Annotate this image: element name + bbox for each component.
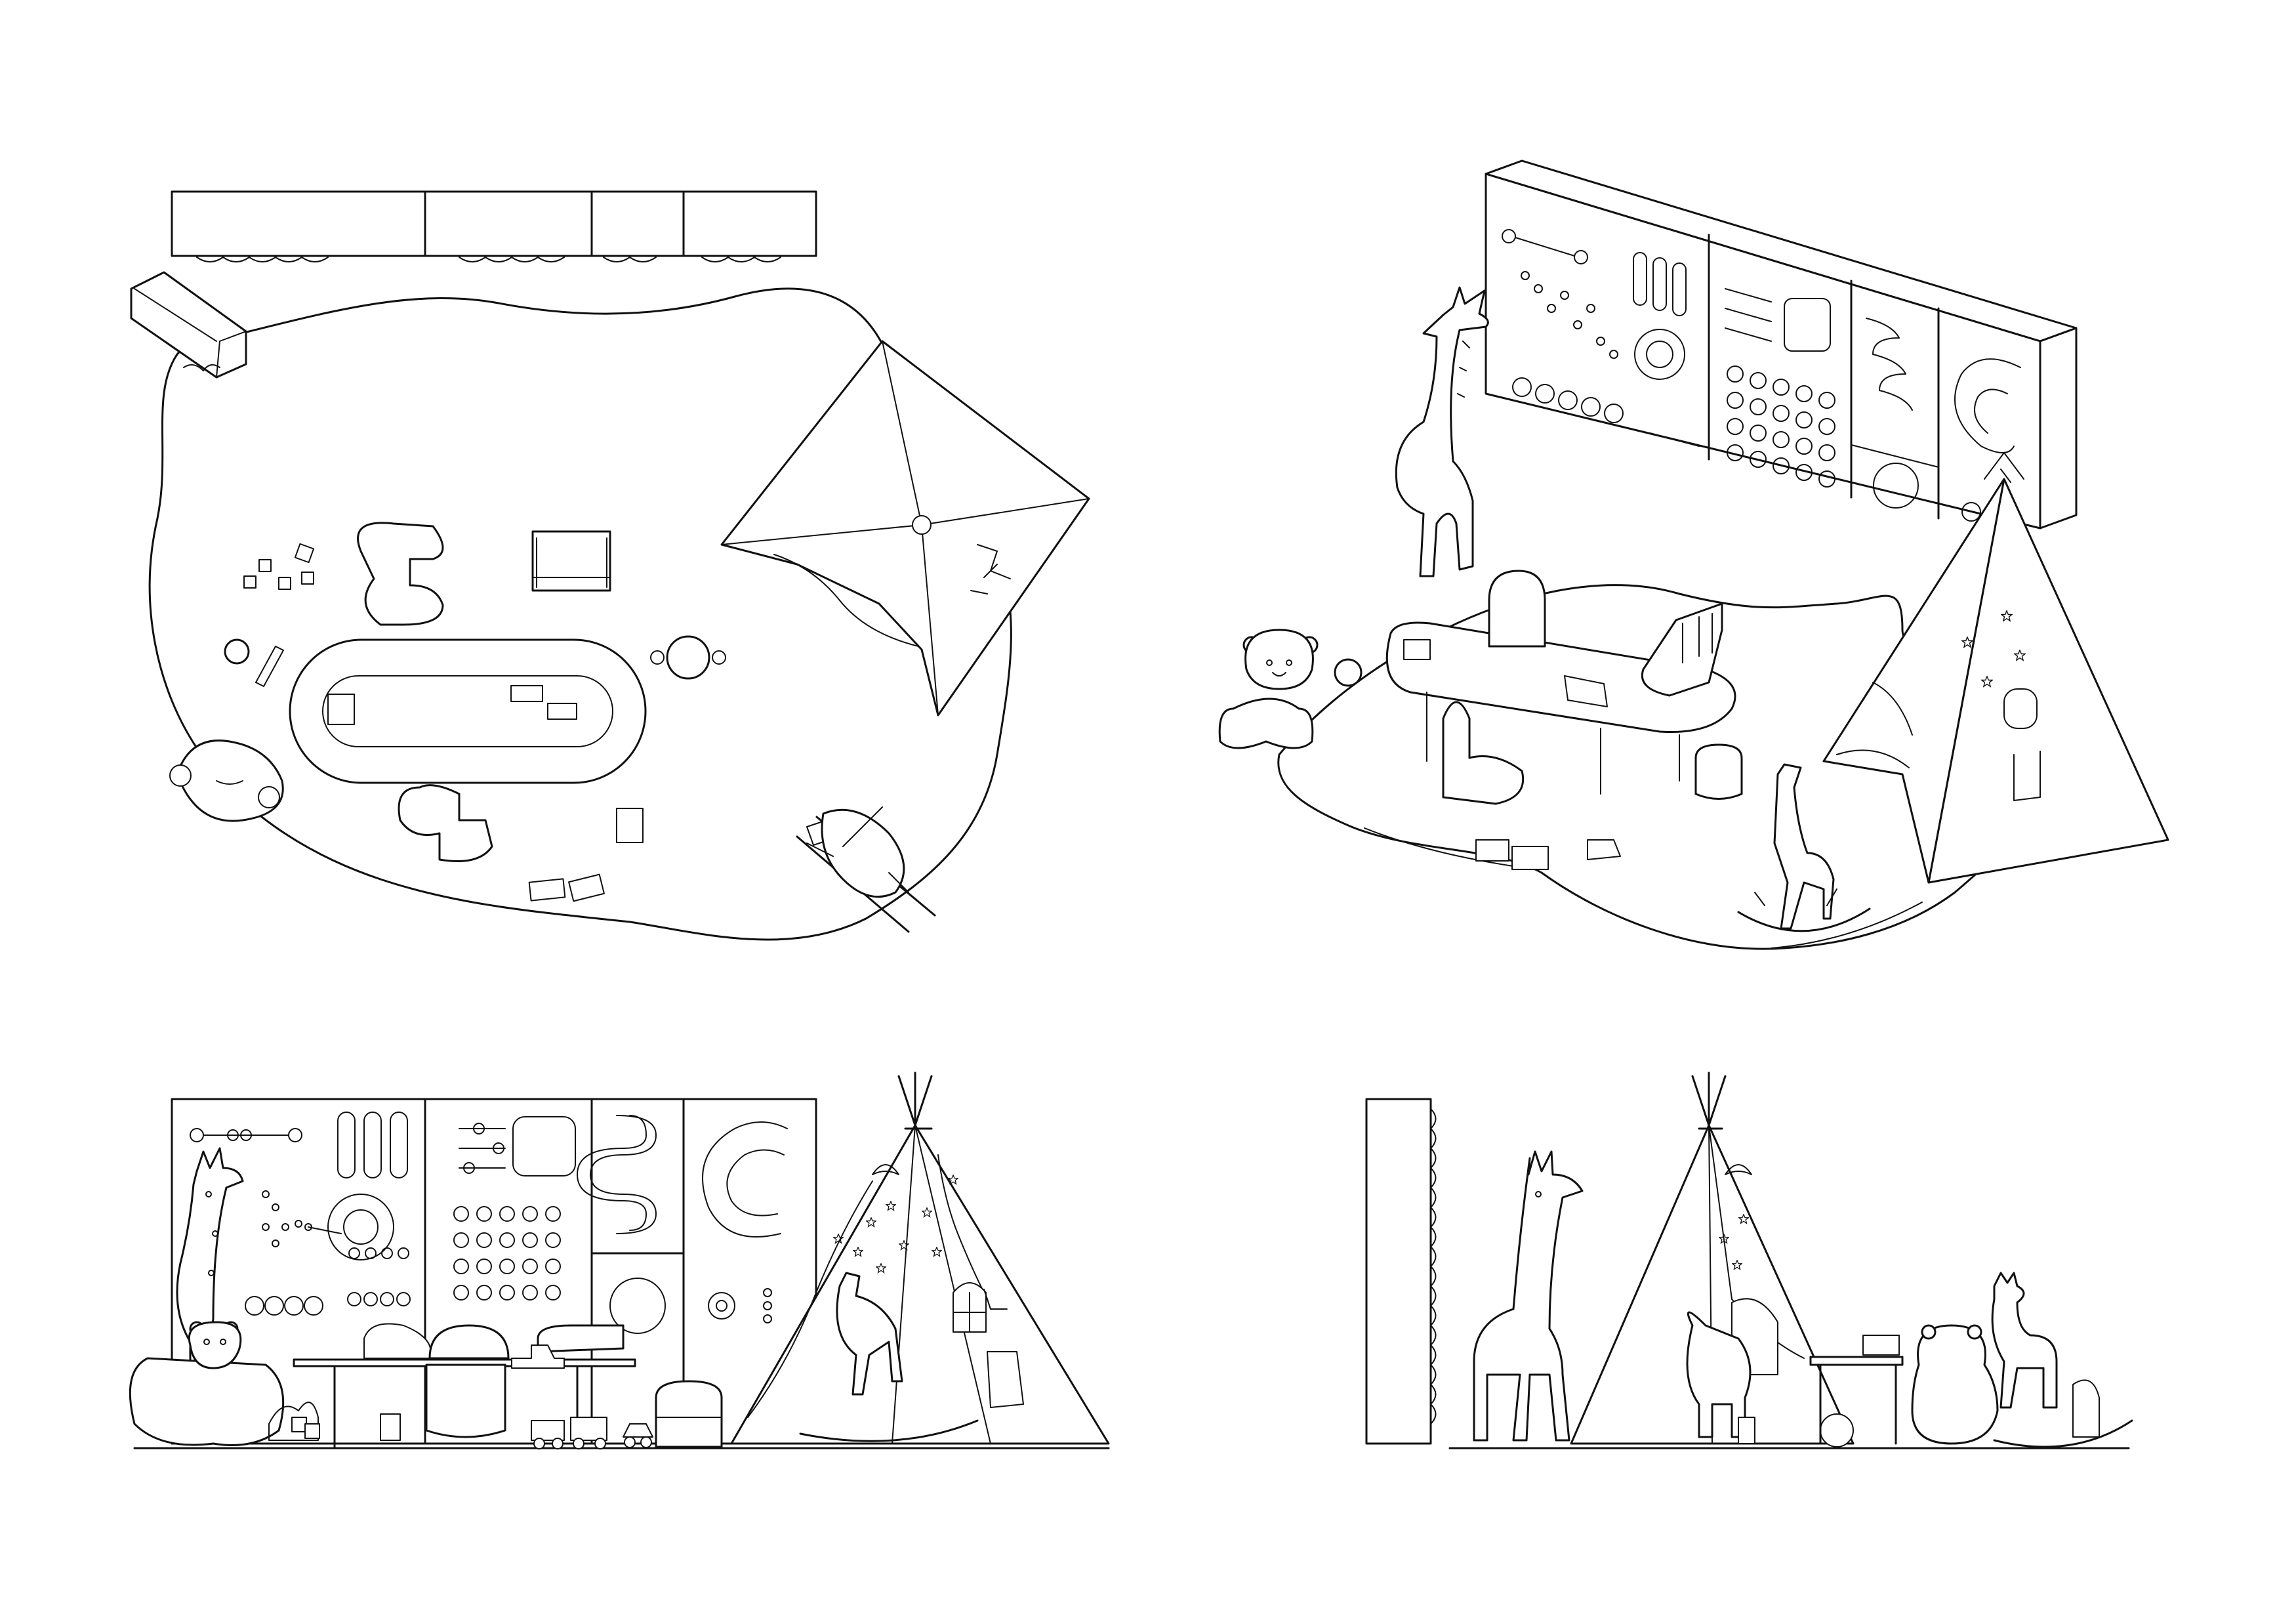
axo-panel2-grid — [1725, 288, 1835, 488]
axo-peg-dots — [1512, 271, 1624, 423]
plan-sofa — [130, 271, 247, 379]
front-teepee — [730, 1072, 1110, 1445]
side-rocking-horse — [1686, 1311, 1854, 1447]
axo-teepee — [1822, 452, 2169, 884]
front-panel2-grid — [453, 1206, 561, 1301]
side-small-horse — [1991, 1272, 2133, 1448]
axo-table — [1385, 621, 1736, 795]
side-bear — [1911, 1324, 1999, 1445]
front-toy-cars — [380, 1413, 653, 1449]
plan-seating — [224, 522, 726, 862]
axonometric-view — [1218, 159, 2169, 950]
side-giraffe — [1473, 1150, 1584, 1442]
plan-view — [130, 190, 1090, 941]
side-wall-panels — [1365, 1098, 1437, 1445]
axo-toy-cars — [1475, 839, 1621, 870]
axo-giraffe — [1395, 286, 1489, 577]
front-elevation-view — [129, 1072, 1110, 1449]
axo-rocking-horse — [1737, 763, 1871, 932]
front-rocking-horse — [799, 1272, 979, 1442]
plan-toys — [243, 543, 644, 902]
plan-bear — [169, 739, 284, 822]
plan-wall-panels — [171, 190, 817, 262]
front-table — [293, 1323, 723, 1448]
side-table — [1809, 1335, 1904, 1445]
axo-bear — [1218, 629, 1319, 749]
plan-teepee — [720, 340, 1090, 717]
axo-wall-panels — [1485, 159, 2078, 530]
front-bear — [129, 1321, 320, 1446]
axo-seating — [1334, 570, 1743, 805]
plan-table — [289, 638, 647, 784]
plan-rug — [148, 287, 1012, 941]
plan-rocking-horse — [796, 806, 936, 933]
side-elevation-view — [1365, 1072, 2133, 1449]
